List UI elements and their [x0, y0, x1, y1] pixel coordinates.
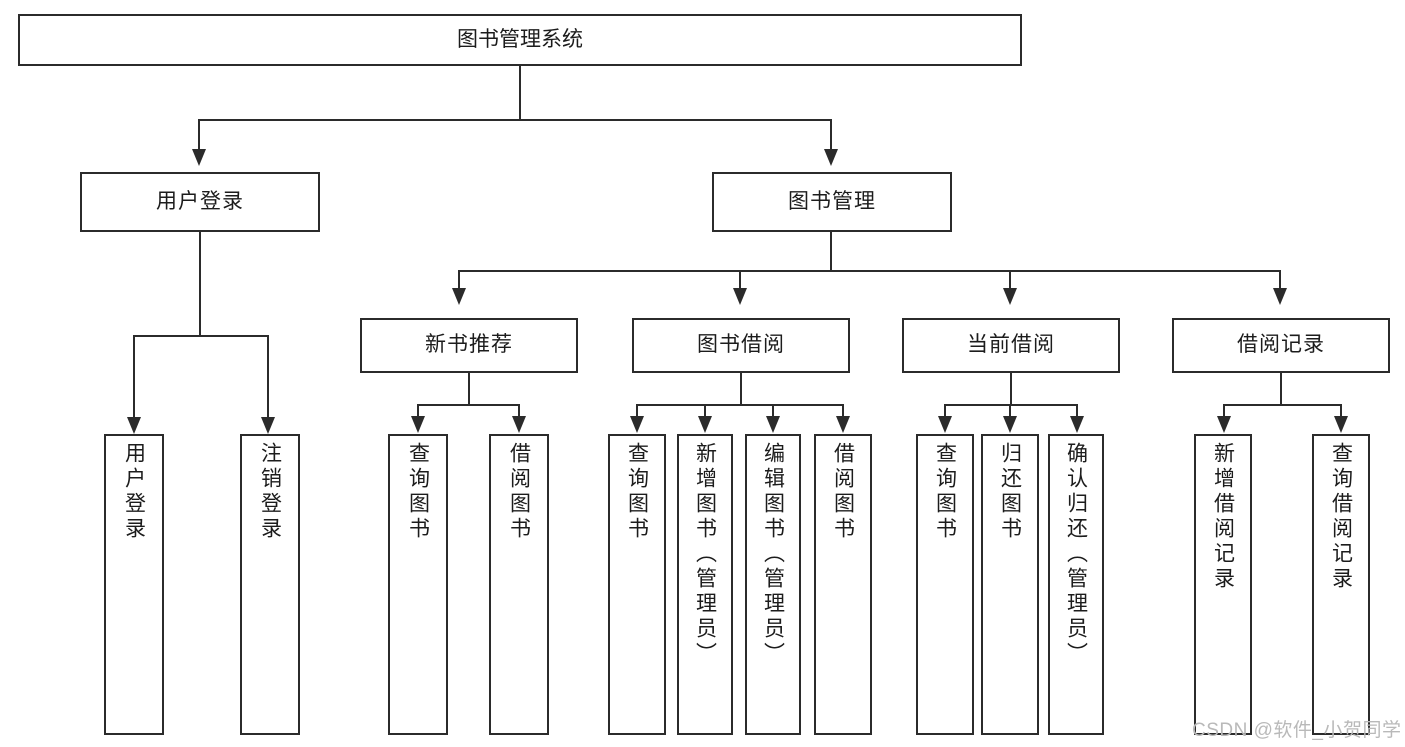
edge-bb-to-leaf-3: [772, 404, 774, 418]
edge-cb-to-leaf-2: [1009, 404, 1011, 418]
edge-br-to-leaf-2: [1340, 404, 1342, 418]
leaf-borrow-book-1[interactable]: 借阅图书: [489, 434, 549, 735]
leaf-query-book-1[interactable]: 查询图书: [388, 434, 448, 735]
leaf-label: 查询借阅记录: [1329, 442, 1353, 592]
arrow-cb-to-leaf-2: [1003, 416, 1017, 433]
edge-nbr-to-leaf-2: [518, 404, 520, 418]
edge-bb-to-leaf-2: [704, 404, 706, 418]
leaf-label: 注销登录: [258, 442, 282, 542]
leaf-label: 编辑图书（管理员）: [761, 442, 785, 667]
arrow-bb-to-leaf-4: [836, 416, 850, 433]
edge-root-bus: [198, 119, 832, 121]
node-root-system[interactable]: 图书管理系统: [18, 14, 1022, 66]
arrow-br-to-leaf-2: [1334, 416, 1348, 433]
arrow-bm-to-borrow-record: [1273, 288, 1287, 305]
edge-bb-bus: [636, 404, 844, 406]
node-borrow-record[interactable]: 借阅记录: [1172, 318, 1390, 373]
arrow-cb-to-leaf-3: [1070, 416, 1084, 433]
node-book-management[interactable]: 图书管理: [712, 172, 952, 232]
leaf-confirm-return[interactable]: 确认归还（管理员）: [1048, 434, 1104, 735]
node-user-login[interactable]: 用户登录: [80, 172, 320, 232]
node-label: 图书管理系统: [457, 27, 583, 51]
node-label: 当前借阅: [967, 333, 1055, 357]
arrow-cb-to-leaf-1: [938, 416, 952, 433]
leaf-label: 查询图书: [406, 442, 430, 542]
edge-br-bus: [1223, 404, 1341, 406]
arrow-root-to-user-login: [192, 149, 206, 166]
leaf-add-book[interactable]: 新增图书（管理员）: [677, 434, 733, 735]
edge-cb-to-leaf-3: [1076, 404, 1078, 418]
edge-user-login-bus: [133, 335, 269, 337]
edge-root-to-book-management: [830, 119, 832, 151]
edge-book-management-bus: [458, 270, 1281, 272]
edge-bm-to-new-book: [458, 270, 460, 290]
leaf-add-record[interactable]: 新增借阅记录: [1194, 434, 1252, 735]
arrow-br-to-leaf-1: [1217, 416, 1231, 433]
arrow-nbr-to-leaf-1: [411, 416, 425, 433]
leaf-label: 借阅图书: [831, 442, 855, 542]
node-book-borrow[interactable]: 图书借阅: [632, 318, 850, 373]
edge-root-trunk: [519, 66, 521, 120]
arrow-bm-to-new-book: [452, 288, 466, 305]
leaf-label: 查询图书: [933, 442, 957, 542]
leaf-label: 用户登录: [122, 442, 146, 542]
leaf-label: 确认归还（管理员）: [1064, 442, 1088, 667]
leaf-label: 新增借阅记录: [1211, 442, 1235, 592]
leaf-label: 新增图书（管理员）: [693, 442, 717, 667]
edge-nbr-to-leaf-1: [417, 404, 419, 418]
leaf-logout[interactable]: 注销登录: [240, 434, 300, 735]
arrow-user-login-to-leaf-2: [261, 417, 275, 434]
leaf-label: 查询图书: [625, 442, 649, 542]
arrow-bb-to-leaf-3: [766, 416, 780, 433]
edge-br-to-leaf-1: [1223, 404, 1225, 418]
edge-user-login-to-leaf-2: [267, 335, 269, 419]
edge-root-to-user-login: [198, 119, 200, 151]
node-label: 借阅记录: [1237, 333, 1325, 357]
node-label: 图书借阅: [697, 333, 785, 357]
node-label: 用户登录: [156, 189, 244, 213]
arrow-root-to-book-management: [824, 149, 838, 166]
edge-cb-to-leaf-1: [944, 404, 946, 418]
edge-cb-bus: [944, 404, 1078, 406]
edge-bb-trunk: [740, 373, 742, 406]
edge-user-login-trunk: [199, 232, 201, 336]
node-label: 图书管理: [788, 189, 876, 213]
edge-bm-to-book-borrow: [739, 270, 741, 290]
arrow-bb-to-leaf-2: [698, 416, 712, 433]
edge-bb-to-leaf-1: [636, 404, 638, 418]
arrow-bb-to-leaf-1: [630, 416, 644, 433]
edge-nbr-trunk: [468, 373, 470, 406]
leaf-user-login[interactable]: 用户登录: [104, 434, 164, 735]
arrow-user-login-to-leaf-1: [127, 417, 141, 434]
edge-nbr-bus: [417, 404, 520, 406]
arrow-nbr-to-leaf-2: [512, 416, 526, 433]
edge-bm-to-borrow-record: [1279, 270, 1281, 290]
edge-user-login-to-leaf-1: [133, 335, 135, 419]
leaf-query-book-3[interactable]: 查询图书: [916, 434, 974, 735]
arrow-bm-to-current-borrow: [1003, 288, 1017, 305]
leaf-query-book-2[interactable]: 查询图书: [608, 434, 666, 735]
arrow-bm-to-book-borrow: [733, 288, 747, 305]
edge-br-trunk: [1280, 373, 1282, 406]
leaf-label: 借阅图书: [507, 442, 531, 542]
leaf-label: 归还图书: [998, 442, 1022, 542]
edge-bb-to-leaf-4: [842, 404, 844, 418]
leaf-borrow-book-2[interactable]: 借阅图书: [814, 434, 872, 735]
node-label: 新书推荐: [425, 333, 513, 357]
edge-bm-to-current-borrow: [1009, 270, 1011, 290]
edge-book-management-trunk: [830, 232, 832, 272]
leaf-query-record[interactable]: 查询借阅记录: [1312, 434, 1370, 735]
node-new-book-recommend[interactable]: 新书推荐: [360, 318, 578, 373]
edge-cb-trunk: [1010, 373, 1012, 406]
leaf-return-book[interactable]: 归还图书: [981, 434, 1039, 735]
leaf-edit-book[interactable]: 编辑图书（管理员）: [745, 434, 801, 735]
node-current-borrow[interactable]: 当前借阅: [902, 318, 1120, 373]
